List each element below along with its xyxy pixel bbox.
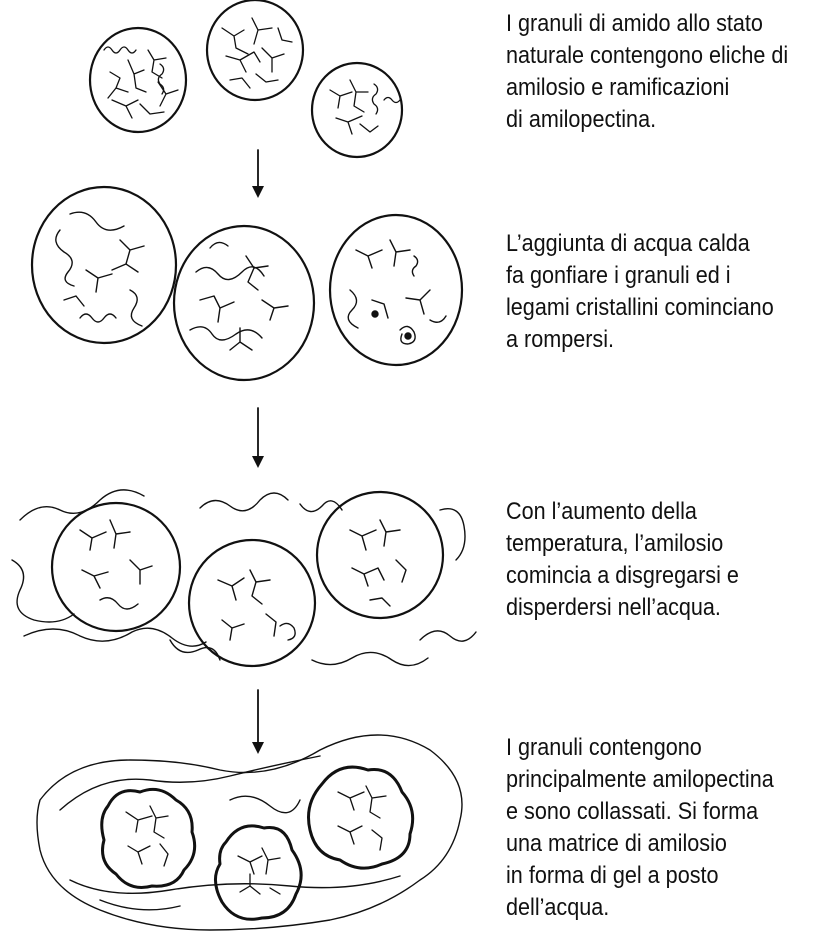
starch-gelatinization-illustration: [0, 0, 500, 942]
caption-line: disperdersi nell’acqua.: [506, 594, 721, 621]
collapsed-granule: [102, 789, 195, 887]
caption-line: L’aggiunta di acqua calda: [506, 230, 750, 257]
granule: [317, 492, 443, 618]
caption-line: una matrice di amilosio: [506, 830, 727, 857]
caption-line: I granuli contengono: [506, 734, 702, 761]
granule: [90, 28, 186, 132]
caption-line: di amilopectina.: [506, 106, 657, 133]
down-arrow-icon: [252, 150, 264, 198]
caption-line: comincia a disgregarsi e: [506, 562, 739, 589]
collapsed-granule: [309, 767, 413, 868]
stage-3-amylose-dispersing: [12, 490, 476, 666]
amylose-matrix: [37, 735, 462, 930]
step-1-caption: I granuli di amido allo stato naturale c…: [506, 8, 794, 136]
amylose-coil: [12, 490, 476, 666]
granule: [312, 63, 402, 157]
caption-line: fa gonfiare i granuli ed i: [506, 262, 731, 289]
step-2-caption: L’aggiunta di acqua calda fa gonfiare i …: [506, 228, 794, 356]
caption-line: legami cristallini cominciano: [506, 294, 774, 321]
stage-2-swollen-granules: [32, 187, 462, 380]
caption-line: Con l’aumento della: [506, 498, 697, 525]
caption-line: a rompersi.: [506, 326, 615, 353]
caption-line: temperatura, l’amilosio: [506, 530, 724, 557]
caption-line: naturale contengono eliche di: [506, 42, 789, 69]
stage-1-native-granules: [90, 0, 402, 157]
caption-line: I granuli di amido allo stato: [506, 10, 763, 37]
stage-4-gel-matrix: [37, 735, 462, 930]
step-3-caption: Con l’aumento della temperatura, l’amilo…: [506, 496, 794, 624]
down-arrow-icon: [252, 690, 264, 754]
collapsed-granule: [215, 826, 301, 919]
granule: [174, 226, 314, 380]
granule: [52, 503, 180, 631]
caption-line: in forma di gel a posto: [506, 862, 719, 889]
granule: [330, 215, 462, 365]
granule: [32, 187, 176, 343]
caption-line: e sono collassati. Si forma: [506, 798, 759, 825]
granule: [189, 540, 315, 666]
granule: [207, 0, 303, 100]
caption-line: principalmente amilopectina: [506, 766, 774, 793]
caption-line: amilosio e ramificazioni: [506, 74, 730, 101]
caption-line: dell’acqua.: [506, 894, 610, 921]
down-arrow-icon: [252, 408, 264, 468]
step-4-caption: I granuli contengono principalmente amil…: [506, 732, 794, 924]
